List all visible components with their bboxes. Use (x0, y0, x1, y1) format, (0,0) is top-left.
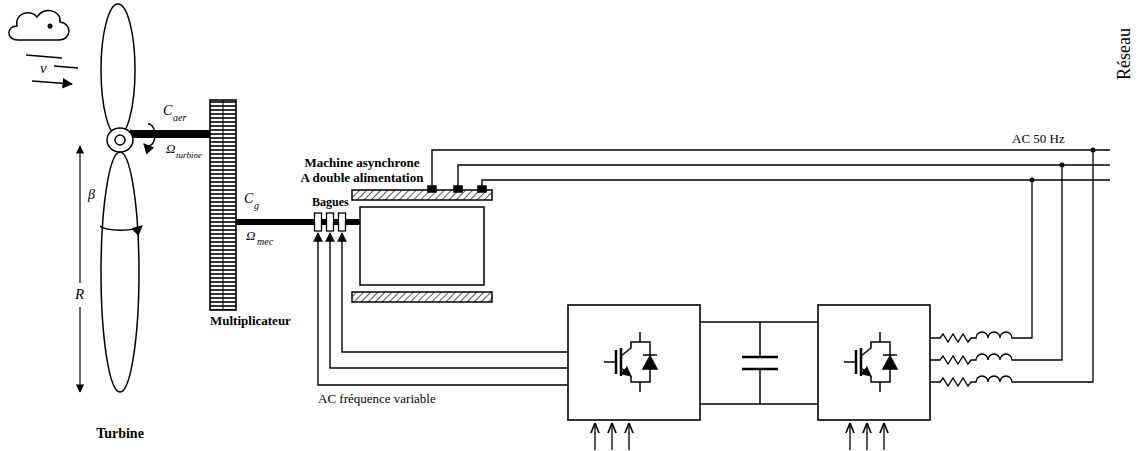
rotor (360, 207, 484, 285)
dfig-machine: Machine asynchrone A double alimentation (352, 190, 492, 302)
subscript: mec (257, 237, 273, 247)
torque-symbol: C (163, 104, 172, 118)
gearbox: Multiplicateur (210, 100, 236, 310)
node-outline (60, 0, 180, 446)
shaft (180, 130, 210, 138)
stator-terminal (478, 186, 486, 192)
stator-terminal (454, 186, 462, 192)
pitch-angle-symbol: β (88, 188, 95, 202)
dc-link (700, 322, 818, 404)
speed-symbol: Ω (166, 142, 175, 155)
blade (101, 152, 139, 392)
gearbox-drawing (210, 100, 236, 310)
hub (107, 128, 133, 152)
gear-axis (223, 100, 224, 310)
radius-arrow (79, 146, 80, 283)
wind-turbine: Turbine (60, 0, 180, 446)
part-label: Bagues (312, 196, 349, 208)
turbine-label: Turbine (60, 426, 180, 442)
turbine-drawing (80, 4, 181, 392)
node-outline (352, 190, 492, 302)
machine-drawing (352, 186, 492, 302)
rl-filter (930, 150, 1093, 386)
wind-speed-symbol: v (40, 61, 47, 76)
grid-frequency-label: AC 50 Hz (1012, 132, 1065, 145)
cloud (9, 11, 69, 40)
rotor-converter (568, 305, 700, 420)
stator (352, 190, 492, 200)
gearbox-label: Multiplicateur (210, 314, 291, 329)
speed-symbol: Ω (246, 229, 255, 242)
subscript: g (254, 201, 259, 211)
pitch-arrow (100, 226, 142, 230)
shaft-end (352, 219, 360, 225)
hub-cap (115, 135, 125, 145)
shaft (236, 219, 352, 225)
torque-symbol: C (244, 192, 253, 206)
grid-label: Réseau (1115, 28, 1133, 80)
wind-lines (26, 55, 78, 84)
grid-converter (818, 305, 930, 420)
slip-ring-symbols (315, 213, 346, 231)
gear (210, 100, 236, 310)
machine-title: Machine asynchrone A double alimentation (300, 156, 424, 186)
rotor-frequency-label: AC fréquence variable (318, 392, 436, 405)
stator-terminal (428, 186, 436, 192)
stator (352, 292, 492, 302)
subscript: aer (173, 113, 186, 123)
node-outline (210, 100, 236, 310)
radius-arrow (79, 307, 80, 392)
subscript: turbine (176, 151, 202, 160)
radius-symbol: R (75, 287, 84, 302)
grid-bus (432, 150, 1110, 187)
control-arrows (595, 424, 884, 450)
blade (101, 4, 135, 136)
torque-arrow (144, 124, 155, 146)
junction-dots (1030, 148, 1096, 183)
